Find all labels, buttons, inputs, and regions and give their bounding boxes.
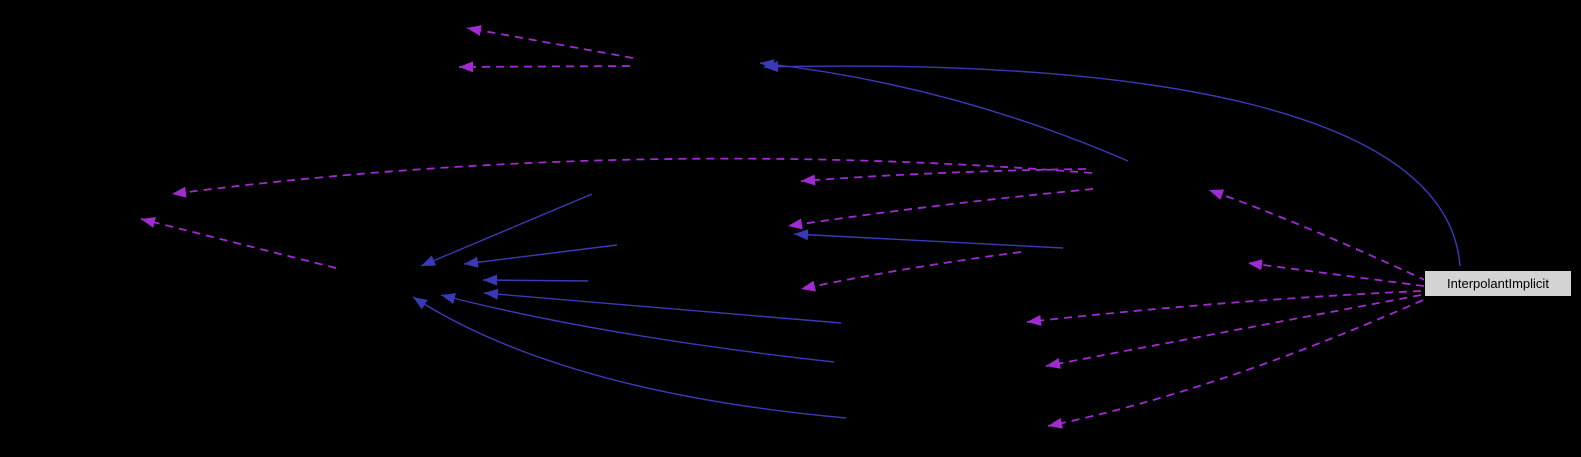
arrowhead-solid [413, 297, 428, 310]
edge-solid [483, 292, 842, 324]
arrowhead-solid [484, 288, 499, 300]
arrowhead-dashed [801, 280, 816, 292]
edge-dashed [1047, 299, 1424, 427]
arrowhead-solid [483, 274, 498, 286]
arrowhead-dashed [1027, 314, 1042, 326]
arrowhead-dashed [1046, 357, 1061, 369]
arrowhead-solid [764, 61, 779, 73]
edge-dashed [458, 65, 631, 68]
node-interpolantimplicit[interactable]: InterpolantImplicit [1424, 270, 1572, 297]
edge-dashed [1247, 262, 1425, 287]
arrowhead-dashed [172, 186, 187, 198]
edge-solid [412, 296, 847, 419]
edge-dashed [466, 27, 634, 59]
edge-dashed [140, 218, 337, 269]
edge-solid [440, 294, 835, 363]
arrowhead-solid [794, 229, 809, 241]
edge-solid [793, 233, 1064, 249]
arrowhead-dashed [1209, 189, 1225, 200]
arrowhead-dashed [801, 174, 816, 186]
edge-solid [759, 62, 1129, 162]
edge-dashed [787, 188, 1094, 227]
arrowhead-dashed [788, 218, 803, 230]
edge-dashed [1045, 294, 1422, 367]
arrowhead-solid [441, 293, 456, 304]
arrowhead-dashed [467, 25, 482, 36]
edge-dashed [1026, 290, 1422, 323]
arrowhead-dashed [1248, 259, 1263, 271]
edge-solid [482, 279, 589, 282]
edge-dashed [800, 168, 1087, 182]
edge-solid [463, 244, 618, 265]
arrowhead-dashed [1048, 417, 1063, 429]
arrowhead-solid [421, 255, 437, 266]
edge-dashed [1208, 189, 1428, 282]
edge-solid [420, 193, 593, 267]
arrowhead-dashed [459, 61, 474, 73]
edge-dashed [800, 251, 1022, 290]
arrowhead-solid [464, 256, 479, 268]
edge-solid [763, 65, 1461, 267]
edge-dashed [171, 157, 1093, 195]
arrowhead-dashed [141, 217, 156, 228]
